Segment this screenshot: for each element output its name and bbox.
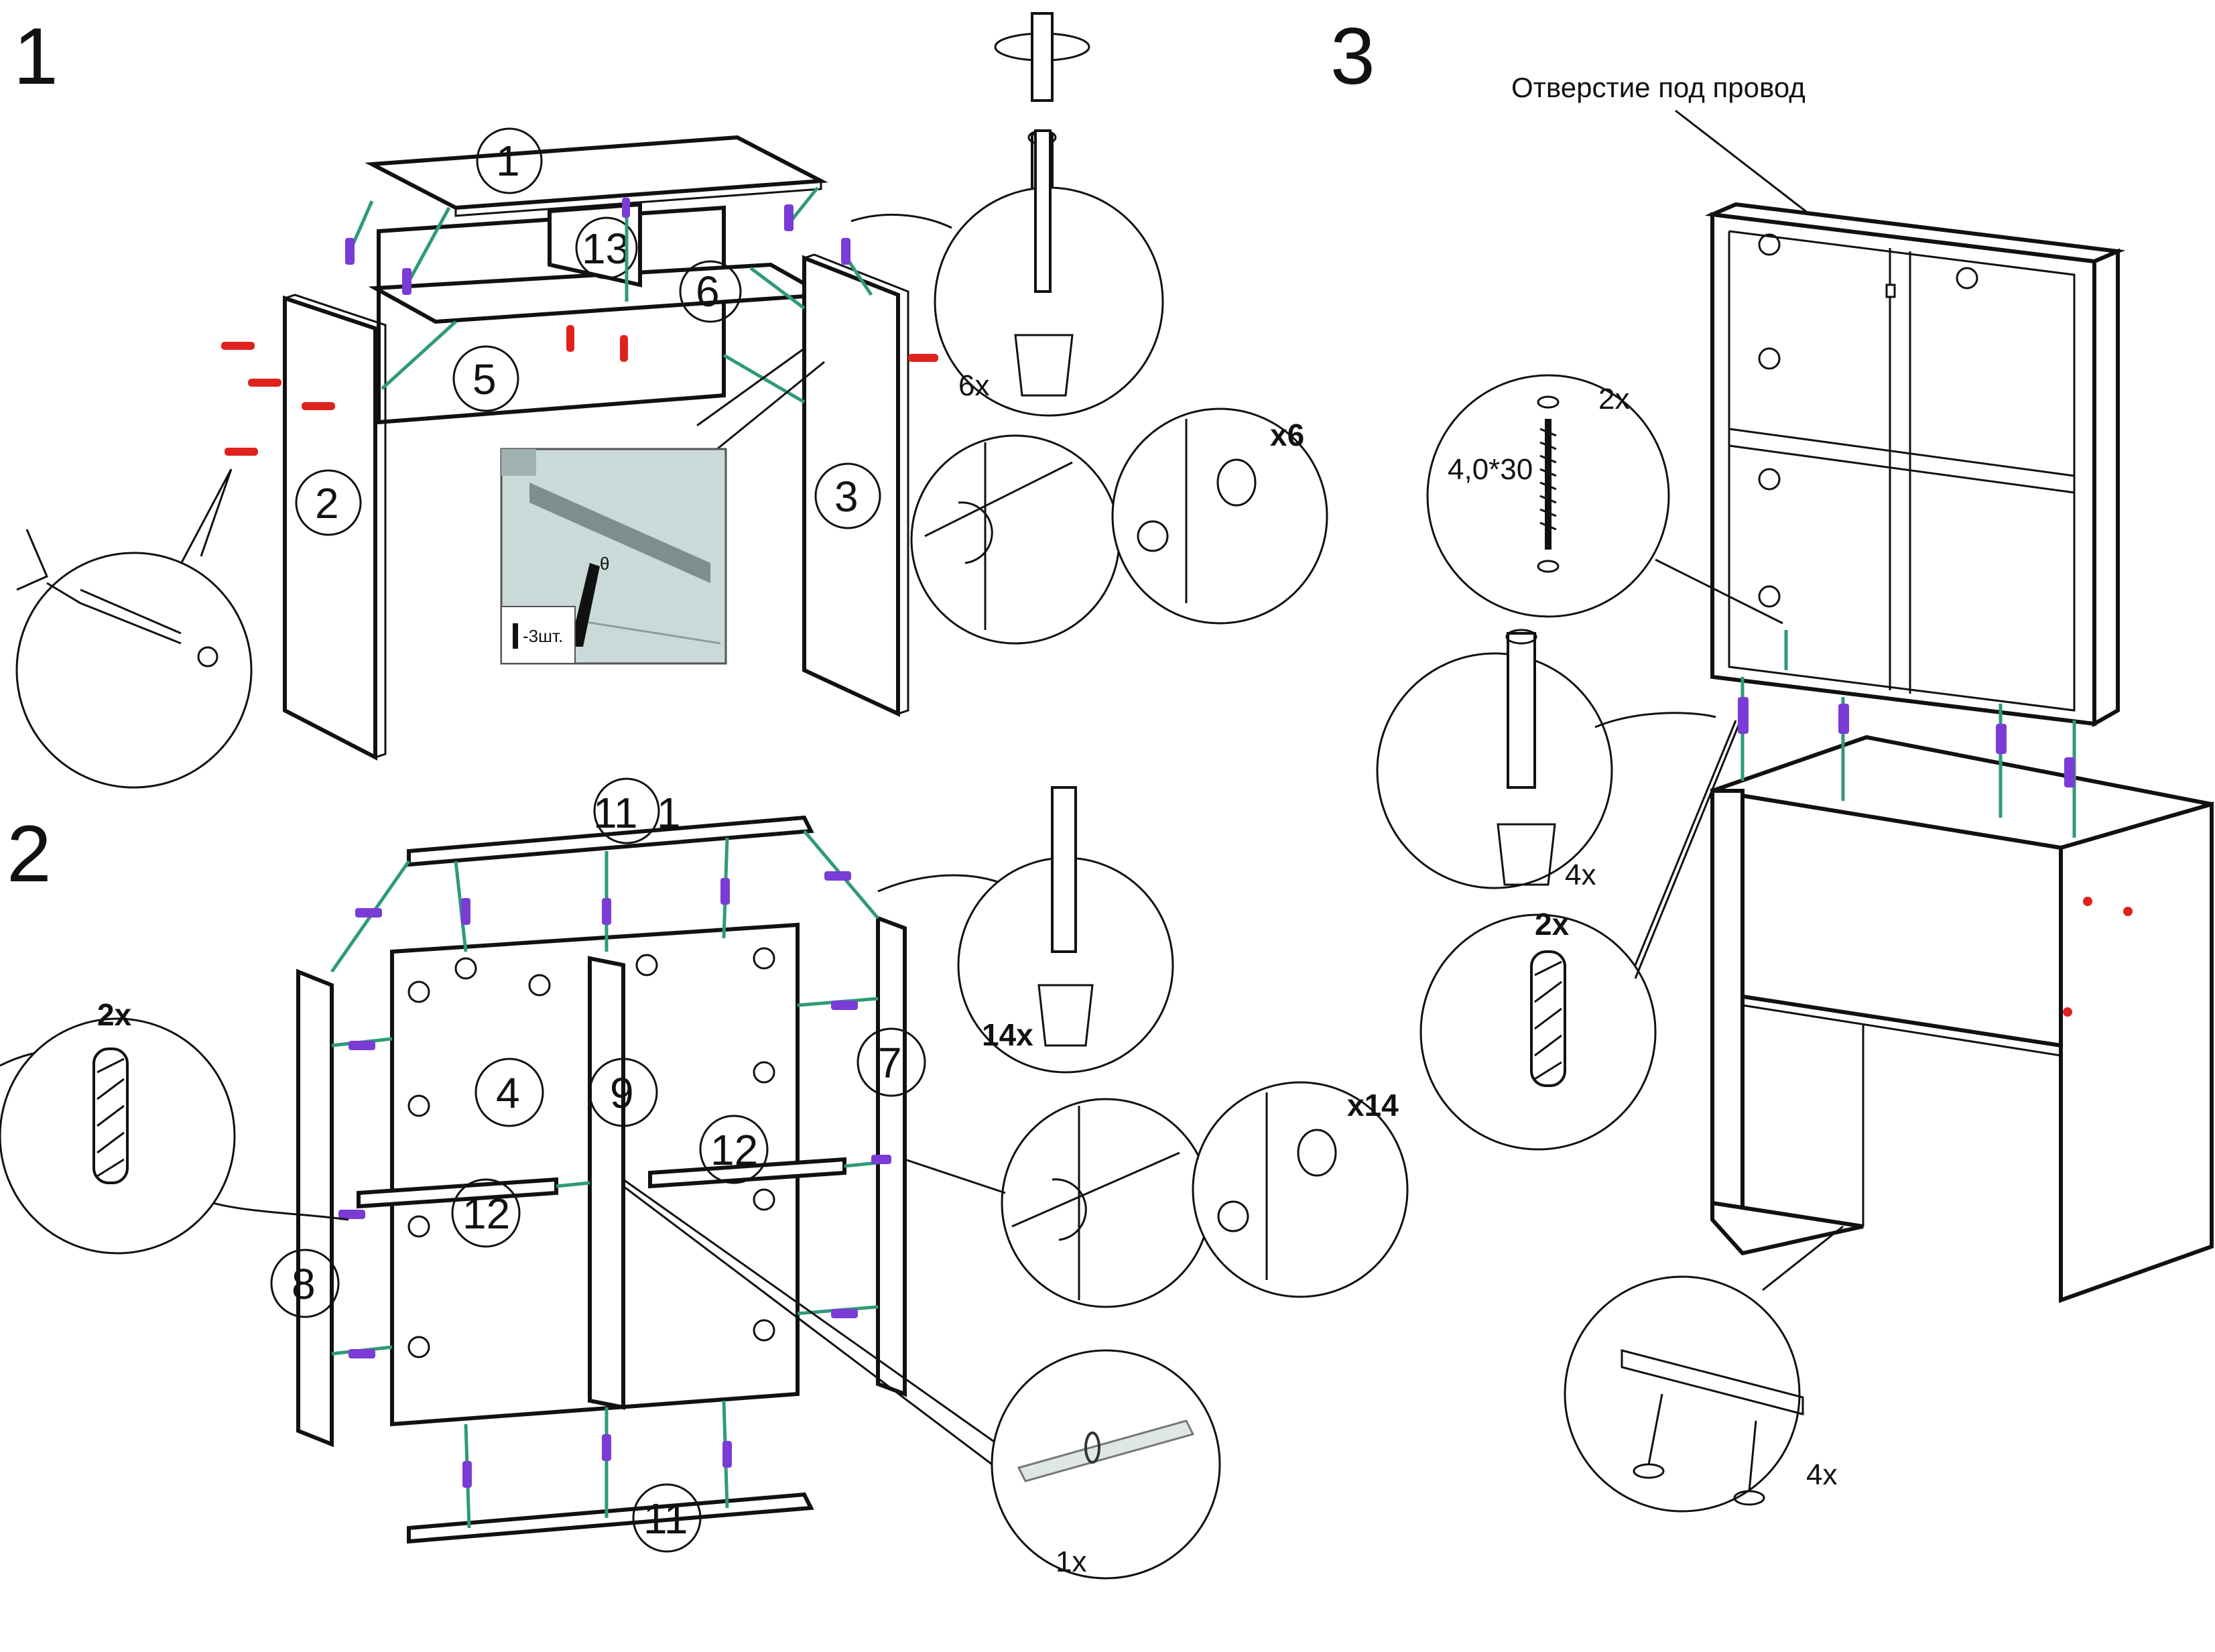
step-1: 1 1 6 13 5 2 3 xyxy=(13,11,1328,789)
part-label-1: 1 xyxy=(496,137,520,185)
glide-bracket-icon xyxy=(1621,1349,1804,1415)
panel-1-top xyxy=(365,135,828,210)
cam-bolt xyxy=(461,898,470,925)
cam-bolt-quantity: 14x xyxy=(982,1017,1033,1052)
cam-bolt xyxy=(841,238,850,265)
table-side-left xyxy=(1710,789,1745,1246)
panel-2-left-side xyxy=(283,295,377,761)
step-3-number: 3 xyxy=(1330,11,1375,101)
wire-hole-label: Отверстие под провод xyxy=(1511,72,1806,103)
screw-quantity: 2x xyxy=(1598,383,1629,416)
step-1-number: 1 xyxy=(13,11,58,101)
step-3: 3 Отверстие под провод 2x 4,0*30 4x xyxy=(1330,11,2214,1513)
panel-12-right-shelf xyxy=(648,1157,846,1189)
screwdriver-icon xyxy=(1031,12,1054,102)
cam-bolt xyxy=(602,1434,611,1461)
cam-bolt xyxy=(462,1461,472,1488)
part-label-11-top: 11 xyxy=(593,789,637,837)
cam-bolt-quantity: 6x xyxy=(958,369,989,402)
part-label-12-left: 12 xyxy=(462,1190,510,1238)
dowel-quantity: 2x xyxy=(97,997,132,1032)
cam-lock-quantity: x6 xyxy=(1270,418,1304,452)
dowel xyxy=(302,402,335,410)
panel-8-left-side xyxy=(296,968,334,1448)
cam-lock-icon xyxy=(1497,823,1556,886)
step-2: 2 11 1 4 9 7 8 12 xyxy=(0,777,1409,1580)
cam-bolt xyxy=(1996,724,2007,754)
cam-bolt xyxy=(622,198,630,218)
dowel xyxy=(908,354,938,362)
panel-9-divider xyxy=(588,956,625,1410)
part-label-6: 6 xyxy=(696,267,720,316)
screw-size: 4,0*30 xyxy=(1448,453,1533,486)
cam-bolt xyxy=(349,1349,375,1358)
angle-label: θ xyxy=(600,554,609,574)
panel-11-top-rail xyxy=(407,815,814,867)
tool-detail-circle xyxy=(15,552,253,789)
double-pin-detail-circle xyxy=(991,1349,1221,1580)
glide-detail-circle xyxy=(1564,1275,1801,1513)
cam-bolt xyxy=(722,1441,732,1468)
hutch-side-edge xyxy=(2092,248,2120,728)
cam-bolt xyxy=(345,238,355,265)
lock-detail-circle xyxy=(1192,1081,1409,1298)
part-label-2: 2 xyxy=(315,479,339,527)
cam-bolt xyxy=(338,1210,365,1219)
cam-lock-quantity: x14 xyxy=(1347,1088,1399,1123)
dowel xyxy=(221,342,255,350)
part-label-7: 7 xyxy=(878,1039,902,1087)
dowel xyxy=(225,448,258,456)
double-pin-icon xyxy=(1017,1419,1195,1482)
cam-bolt xyxy=(1738,697,1749,734)
cam-bolt xyxy=(824,871,851,881)
part-label-3: 3 xyxy=(834,472,859,521)
part-label-5: 5 xyxy=(472,355,497,403)
cam-bolt xyxy=(720,878,730,905)
turn-detail-circle xyxy=(910,434,1121,645)
turn-detail-circle xyxy=(1001,1098,1211,1308)
rotate-arrow-icon xyxy=(958,501,993,564)
cam-bolt-detail-circle xyxy=(1376,652,1613,889)
part-label-12-right: 12 xyxy=(710,1126,758,1174)
part-label-1-suffix: 1 xyxy=(657,789,681,837)
part-label-11-bottom: 11 xyxy=(643,1495,688,1543)
cam-bolt xyxy=(355,908,382,917)
dowel-quantity: 2x xyxy=(1535,907,1570,942)
step-2-number: 2 xyxy=(7,809,52,899)
panel-13-drawer xyxy=(548,202,642,288)
part-label-9: 9 xyxy=(610,1069,634,1117)
glide-quantity: 4x xyxy=(1806,1458,1837,1491)
rotate-arrow-icon xyxy=(1052,1178,1087,1241)
cam-bolt xyxy=(2064,757,2075,787)
cam-bolt xyxy=(784,204,794,231)
part-label-circle-1 xyxy=(476,127,543,194)
panel-11-bottom-rail xyxy=(407,1492,814,1544)
dowel xyxy=(566,325,574,352)
dowel xyxy=(248,379,281,387)
lock-detail-circle xyxy=(1111,407,1328,625)
cam-bolt xyxy=(349,1041,375,1050)
table-side-right xyxy=(2059,802,2214,1304)
cam-bolt xyxy=(1838,704,1849,734)
cam-bolt xyxy=(602,898,611,925)
cam-bolt xyxy=(402,268,412,295)
cam-bolt-quantity: 4x xyxy=(1565,859,1596,891)
double-pin-quantity: 1x xyxy=(1056,1545,1086,1578)
part-label-4: 4 xyxy=(496,1069,520,1117)
dowel xyxy=(620,335,628,362)
panel-7-right-side xyxy=(876,915,907,1397)
wire-hole xyxy=(1885,283,1896,298)
cam-bolt xyxy=(831,1001,858,1010)
part-label-8: 8 xyxy=(292,1260,316,1308)
part-label-13: 13 xyxy=(582,225,629,273)
screw-count-note: -3шт. xyxy=(523,626,563,646)
cam-bolt xyxy=(871,1155,891,1164)
cam-bolt xyxy=(831,1309,858,1318)
cam-lock-icon xyxy=(1014,334,1074,397)
cam-lock-icon xyxy=(1037,984,1094,1047)
